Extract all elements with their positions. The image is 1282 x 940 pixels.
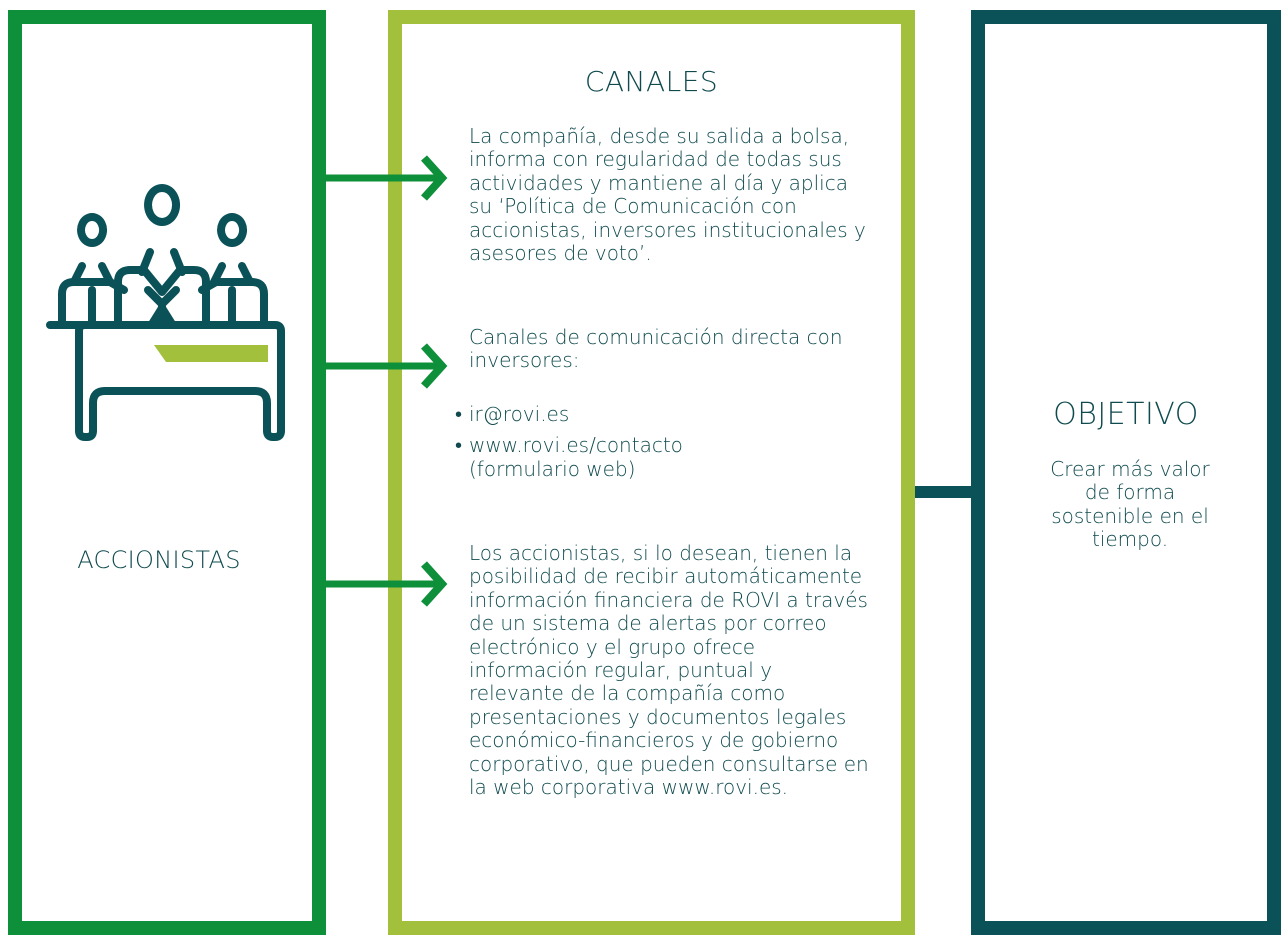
arrow-3: [326, 561, 448, 607]
shareholders-label: ACCIONISTAS: [77, 546, 241, 574]
channels-list: •ir@rovi.es •www.rovi.es/contacto (formu…: [455, 402, 875, 489]
email-channel: ir@rovi.es: [469, 402, 570, 426]
shareholders-meeting-icon: [46, 184, 285, 441]
arrow-1: [326, 155, 448, 201]
list-item: •www.rovi.es/contacto (formulario web): [455, 433, 875, 481]
alerts-info-text: Los accionistas, si lo desean, tienen la…: [469, 541, 869, 800]
desk-accent: [154, 345, 268, 362]
objective-connector: [915, 486, 971, 498]
arrow-2: [326, 343, 448, 389]
communication-policy-text: La compañía, desde su salida a bolsa, in…: [469, 124, 866, 266]
objective-panel: [971, 10, 1281, 935]
channels-panel: [388, 10, 915, 935]
web-form-channel: www.rovi.es/contacto (formulario web): [469, 433, 683, 481]
shareholders-panel: [8, 10, 326, 935]
objective-text: Crear más valor de forma sostenible en e…: [1050, 457, 1210, 552]
bullet-icon: •: [455, 402, 463, 426]
objective-heading: OBJETIVO: [1053, 397, 1199, 432]
list-item: •ir@rovi.es: [455, 402, 875, 426]
bullet-icon: •: [455, 433, 463, 458]
direct-channels-text: Canales de comunicación directa con inve…: [469, 325, 843, 373]
channels-heading: CANALES: [584, 65, 719, 98]
